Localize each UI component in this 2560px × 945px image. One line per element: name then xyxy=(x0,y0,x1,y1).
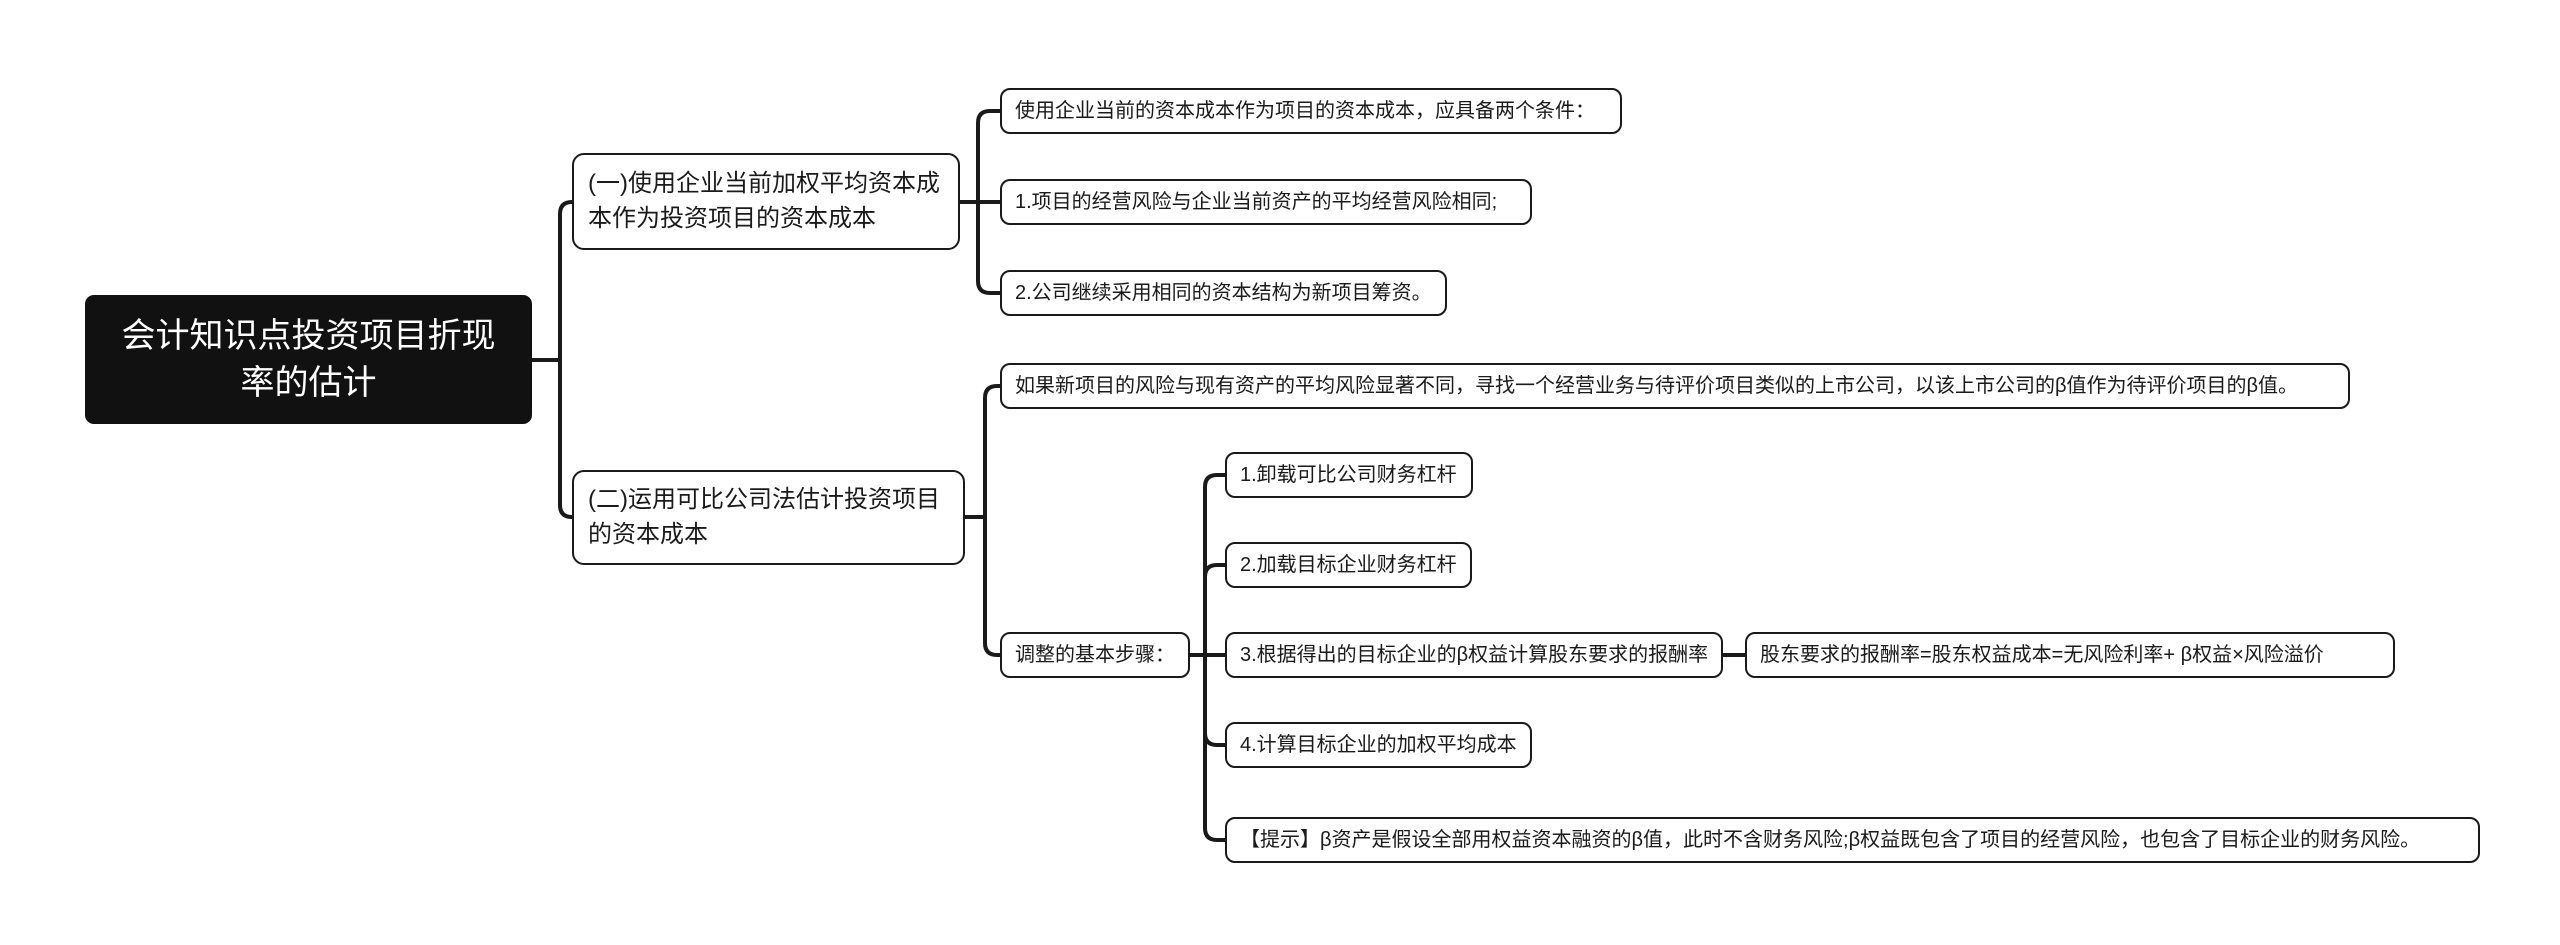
leaf-node-label: 如果新项目的风险与现有资产的平均风险显著不同，寻找一个经营业务与待评价项目类似的… xyxy=(1015,374,2299,397)
leaf-node-beta-explanation[interactable]: 如果新项目的风险与现有资产的平均风险显著不同，寻找一个经营业务与待评价项目类似的… xyxy=(1000,363,2350,409)
node-label: 3.根据得出的目标企业的β权益计算股东要求的报酬率 xyxy=(1240,643,1709,666)
leaf-node-label: 1.项目的经营风险与企业当前资产的平均经营风险相同; xyxy=(1015,190,1498,213)
leaf-node-step-2[interactable]: 2.加载目标企业财务杠杆 xyxy=(1225,542,1472,588)
root-node[interactable]: 会计知识点投资项目折现率的估计 xyxy=(85,295,532,424)
connector-steps-tipnote xyxy=(1203,653,1229,842)
leaf-node-required-return-formula[interactable]: 股东要求的报酬率=股东权益成本=无风险利率+ β权益×风险溢价 xyxy=(1745,632,2395,678)
connector-branch2-steps xyxy=(983,515,1004,657)
root-node-label: 会计知识点投资项目折现率的估计 xyxy=(121,316,496,402)
branch-node-comparable-company[interactable]: (二)运用可比公司法估计投资项目的资本成本 xyxy=(572,470,965,565)
connector-branch1-leaf1a xyxy=(976,109,1004,204)
leaf-node-tip[interactable]: 【提示】β资产是假设全部用权益资本融资的β值，此时不含财务风险;β权益既包含了项… xyxy=(1225,817,2480,863)
leaf-node-two-conditions[interactable]: 使用企业当前的资本成本作为项目的资本成本，应具备两个条件： xyxy=(1000,88,1622,134)
connector-root-branch2 xyxy=(558,358,576,519)
leaf-node-condition-1[interactable]: 1.项目的经营风险与企业当前资产的平均经营风险相同; xyxy=(1000,179,1532,225)
node-label: 调整的基本步骤： xyxy=(1015,643,1175,666)
leaf-node-step-4[interactable]: 4.计算目标企业的加权平均成本 xyxy=(1225,722,1532,768)
connector-root-branch1 xyxy=(558,200,576,362)
connector-steps-step4 xyxy=(1203,653,1229,747)
branch-node-wacc[interactable]: (一)使用企业当前加权平均资本成本作为投资项目的资本成本 xyxy=(572,153,960,250)
connector-branch1-leaf1c xyxy=(976,200,1004,295)
connector-steps-step2 xyxy=(1203,563,1229,657)
leaf-node-label: 1.卸载可比公司财务杠杆 xyxy=(1240,463,1457,486)
leaf-node-label: 股东要求的报酬率=股东权益成本=无风险利率+ β权益×风险溢价 xyxy=(1760,643,2324,666)
leaf-node-step-1[interactable]: 1.卸载可比公司财务杠杆 xyxy=(1225,452,1473,498)
connector-branch2-longnote xyxy=(983,384,1004,519)
node-adjustment-steps[interactable]: 调整的基本步骤： xyxy=(1000,632,1190,678)
node-step-3[interactable]: 3.根据得出的目标企业的β权益计算股东要求的报酬率 xyxy=(1225,632,1724,678)
leaf-node-label: 2.公司继续采用相同的资本结构为新项目筹资。 xyxy=(1015,281,1432,304)
connector-steps-step1 xyxy=(1203,473,1229,657)
branch-node-label: (二)运用可比公司法估计投资项目的资本成本 xyxy=(588,485,940,548)
leaf-node-label: 【提示】β资产是假设全部用权益资本融资的β值，此时不含财务风险;β权益既包含了项… xyxy=(1240,828,2421,851)
leaf-node-condition-2[interactable]: 2.公司继续采用相同的资本结构为新项目筹资。 xyxy=(1000,270,1447,316)
leaf-node-label: 4.计算目标企业的加权平均成本 xyxy=(1240,733,1517,756)
branch-node-label: (一)使用企业当前加权平均资本成本作为投资项目的资本成本 xyxy=(588,169,940,232)
leaf-node-label: 使用企业当前的资本成本作为项目的资本成本，应具备两个条件： xyxy=(1015,99,1595,122)
leaf-node-label: 2.加载目标企业财务杠杆 xyxy=(1240,553,1457,576)
